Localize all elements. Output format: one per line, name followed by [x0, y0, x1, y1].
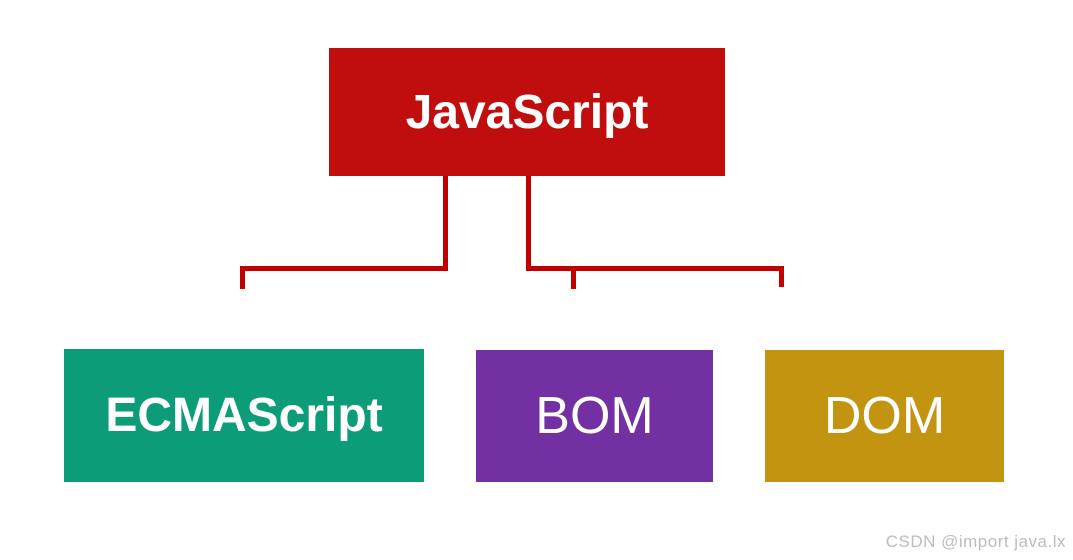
connector-left-branch-horizontal	[240, 266, 448, 271]
connector-right-branch-horizontal	[526, 266, 784, 271]
node-javascript-label: JavaScript	[405, 85, 649, 139]
node-ecmascript-label: ECMAScript	[105, 389, 383, 442]
watermark: CSDN @import java.lx	[885, 532, 1066, 551]
node-dom: DOM	[765, 350, 1004, 482]
node-javascript: JavaScript	[329, 48, 725, 176]
node-ecmascript: ECMAScript	[64, 349, 424, 482]
connector-root-left-vertical	[443, 176, 448, 271]
connector-root-right-vertical	[526, 176, 531, 271]
connector-ecmascript-stub	[240, 266, 245, 289]
node-dom-label: DOM	[823, 387, 946, 445]
node-bom-label: BOM	[535, 387, 654, 445]
node-bom: BOM	[476, 350, 713, 482]
connector-bom-stub	[571, 266, 576, 289]
connector-dom-stub	[779, 266, 784, 287]
